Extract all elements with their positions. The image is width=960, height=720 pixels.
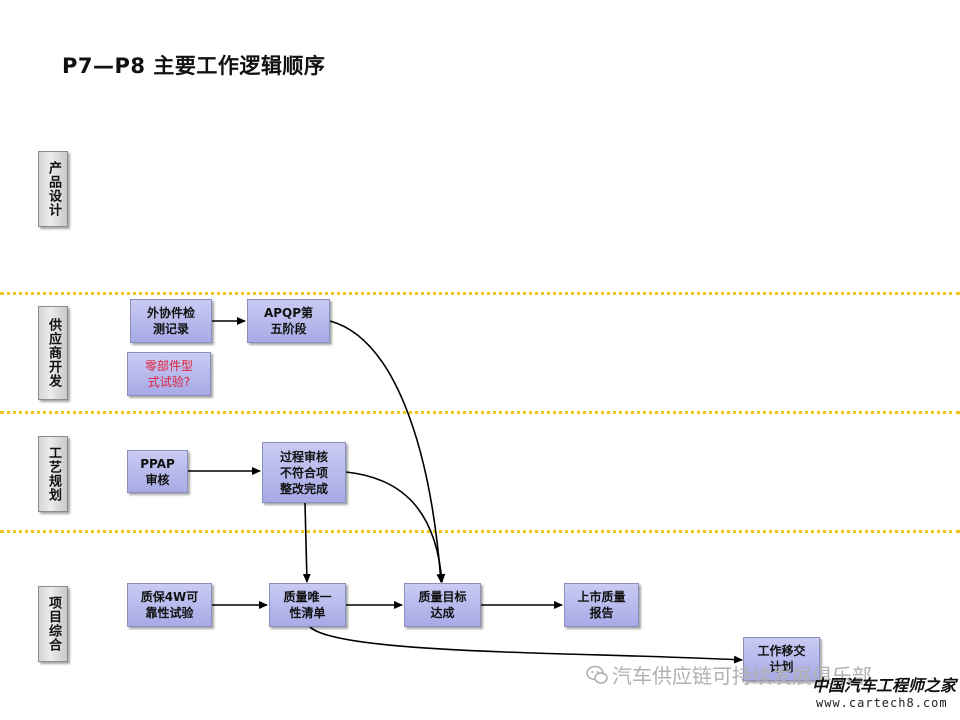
lane-label-process-planning: 工艺规划 [38, 436, 68, 512]
arrow-unique-list-to-handover [309, 626, 743, 664]
lane-divider [0, 530, 960, 533]
arrow-apqp-to-quality-target [329, 320, 445, 583]
watermark-channel-name: 汽车供应链可持续发展俱乐部 [612, 664, 872, 688]
node-warranty-4w-test: 质保4W可 靠性试验 [127, 583, 212, 627]
wechat-icon [586, 665, 608, 684]
node-process-audit: 过程审核 不符合项 整改完成 [262, 442, 346, 503]
page-title: P7—P8 主要工作逻辑顺序 [62, 54, 326, 78]
node-work-handover-plan: 工作移交 计划 [743, 637, 820, 681]
lane-label-supplier-development: 供应商开发 [38, 306, 68, 400]
node-outsourced-inspection: 外协件检 测记录 [130, 299, 212, 343]
lane-divider [0, 292, 960, 295]
lane-label-product-design: 产品设计 [38, 151, 68, 227]
lane-divider [0, 411, 960, 414]
lane-label-project-integration: 项目综合 [38, 586, 68, 662]
node-apqp-stage5: APQP第 五阶段 [247, 299, 330, 343]
watermark-logo: 中国汽车工程师之家 [812, 676, 957, 695]
node-quality-target: 质量目标 达成 [404, 583, 481, 627]
node-ppap-review: PPAP 审核 [127, 450, 188, 493]
node-launch-quality-report: 上市质量 报告 [564, 583, 639, 627]
arrow-process-audit-to-quality-target [345, 471, 446, 583]
watermark-url: www.cartech8.com [816, 696, 948, 710]
arrow-process-audit-to-unique-list [302, 502, 311, 583]
node-part-type-test: 零部件型 式试验? [127, 352, 211, 396]
node-quality-unique-list: 质量唯一 性清单 [269, 583, 346, 627]
